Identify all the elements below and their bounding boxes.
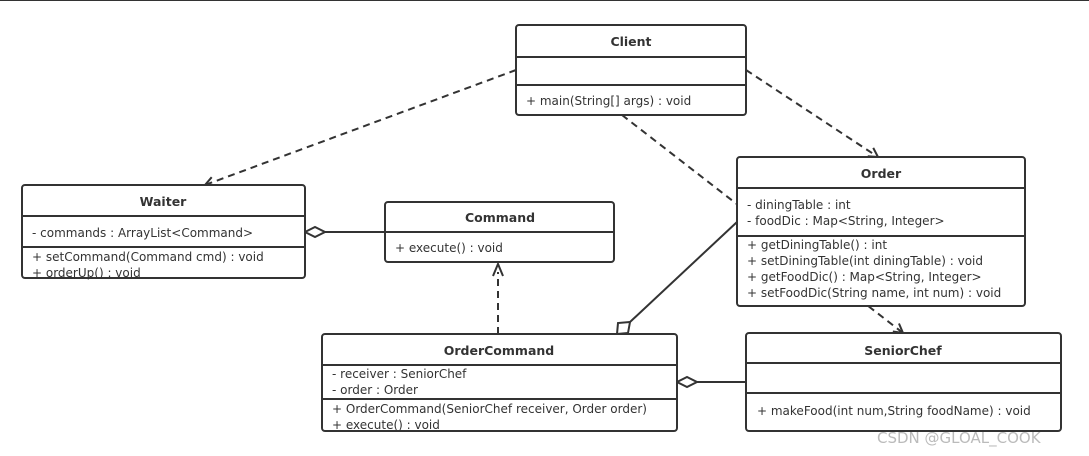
method: + setFoodDic(String name, int num) : voi… <box>747 286 1001 300</box>
method: + OrderCommand(SeniorChef receiver, Orde… <box>332 402 647 416</box>
realization-ordercommand-command <box>492 261 504 334</box>
method: + getFoodDic() : Map<String, Integer> <box>747 270 982 284</box>
method: + execute() : void <box>332 418 440 432</box>
method: + main(String[] args) : void <box>526 94 691 108</box>
class-waiter[interactable]: Waiter - commands : ArrayList<Command> +… <box>21 184 306 280</box>
method: + setDiningTable(int diningTable) : void <box>747 254 983 268</box>
class-command[interactable]: Command + execute() : void <box>384 201 615 263</box>
watermark: CSDN @GLOAL_COOK <box>877 429 1042 448</box>
attribute: - diningTable : int <box>747 198 851 212</box>
attribute: - receiver : SeniorChef <box>332 367 467 381</box>
attribute: - foodDic : Map<String, Integer> <box>747 214 945 228</box>
dependency-client-order <box>745 69 878 157</box>
method: + setCommand(Command cmd) : void <box>32 250 264 264</box>
class-client[interactable]: Client + main(String[] args) : void <box>515 24 747 116</box>
class-name: Client <box>610 34 651 49</box>
attribute: - order : Order <box>332 383 418 397</box>
class-order[interactable]: Order - diningTable : int - foodDic : Ma… <box>736 156 1026 307</box>
method: + execute() : void <box>395 241 503 255</box>
method: + makeFood(int num,String foodName) : vo… <box>757 404 1031 418</box>
class-name: SeniorChef <box>864 343 942 358</box>
dependency-client-waiter <box>205 69 517 185</box>
class-name: OrderCommand <box>444 343 554 358</box>
method: + orderUp() : void <box>32 266 141 280</box>
class-name: Command <box>465 210 535 225</box>
aggregation-ordercommand-seniorchef <box>674 375 746 389</box>
class-ordercommand[interactable]: OrderCommand - receiver : SeniorChef - o… <box>321 333 678 432</box>
method: + getDiningTable() : int <box>747 238 887 252</box>
class-name: Waiter <box>140 194 188 209</box>
attribute: - commands : ArrayList<Command> <box>32 226 253 240</box>
class-seniorchef[interactable]: SeniorChef + makeFood(int num,String foo… <box>745 332 1062 432</box>
aggregation-ordercommand-order <box>615 221 738 336</box>
class-name: Order <box>861 166 902 181</box>
aggregation-waiter-command <box>302 225 385 239</box>
